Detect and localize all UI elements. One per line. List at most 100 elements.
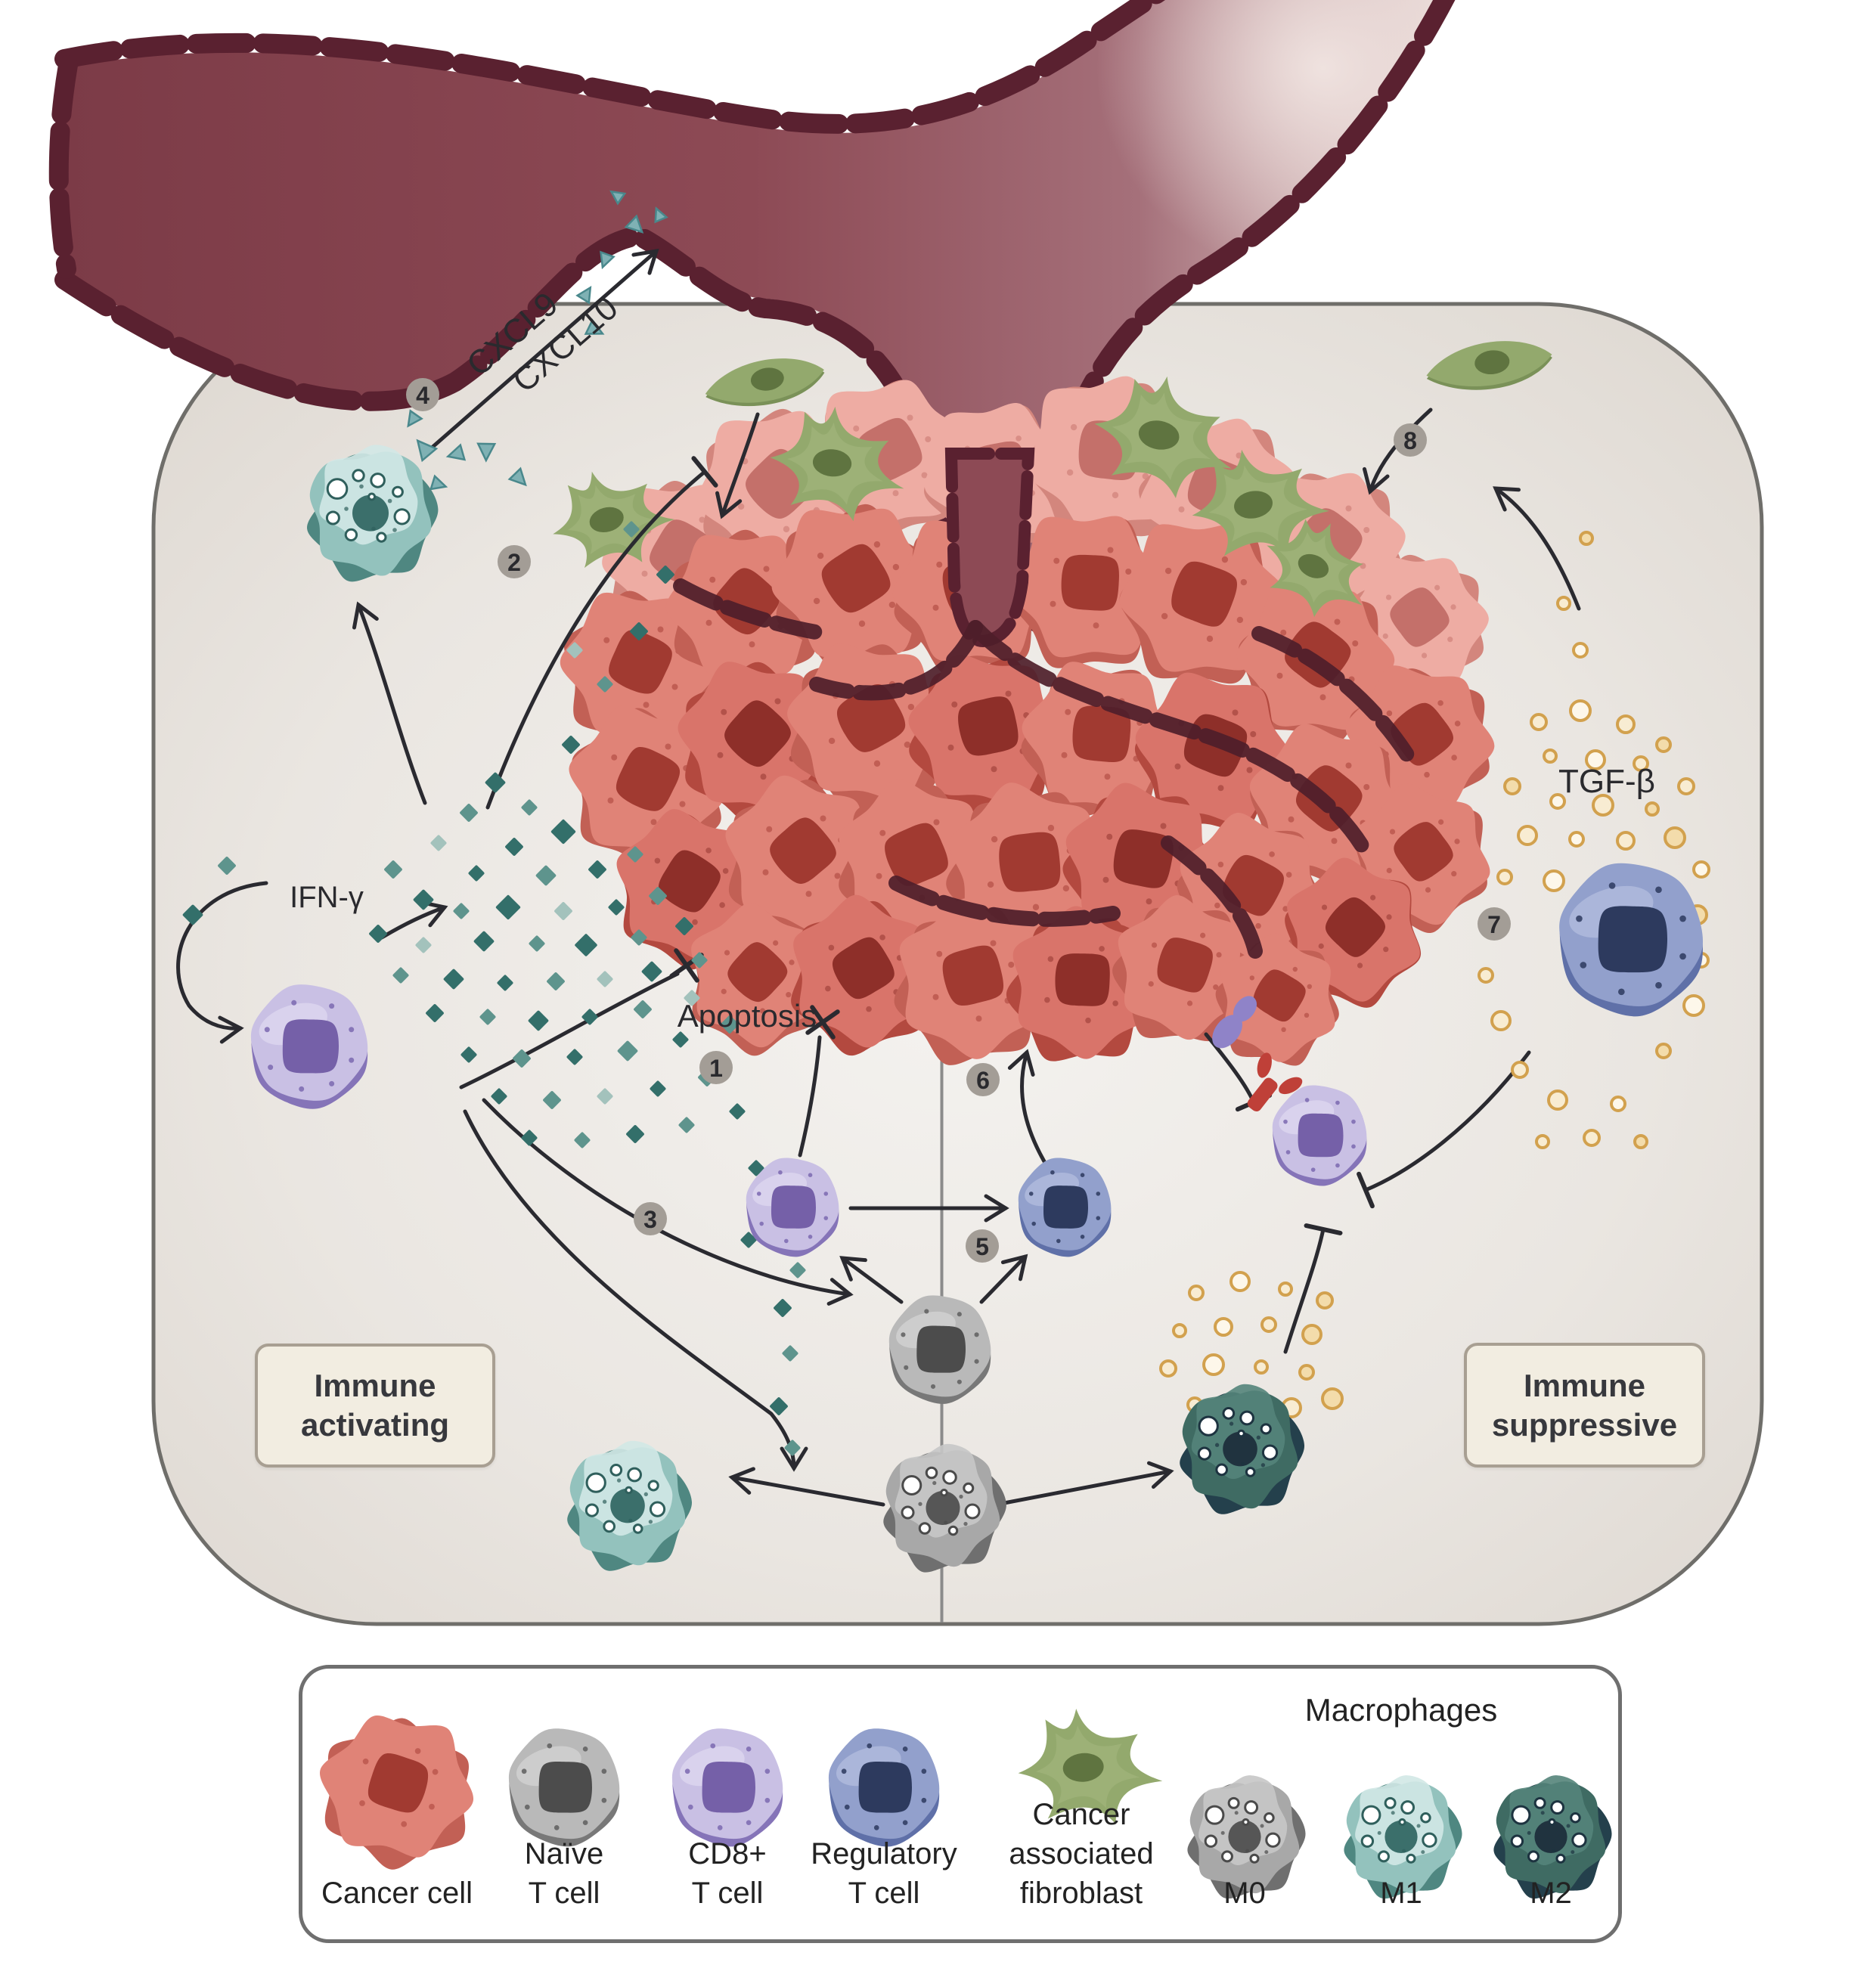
m1-legend-cell xyxy=(1344,1775,1462,1899)
vessel-wall-top xyxy=(54,0,1165,134)
immune-cells-layer xyxy=(250,341,1704,1573)
m0-legend-cell xyxy=(1187,1775,1306,1899)
tumor-capillary-chain xyxy=(1161,835,1263,959)
cancer-cell xyxy=(1215,933,1339,1066)
ifn-gamma-diamond xyxy=(597,1088,613,1105)
legend-icon-cancer xyxy=(319,1715,474,1870)
tgf-beta-circle xyxy=(1633,1134,1648,1149)
step-badge-6: 6 xyxy=(966,1063,1000,1096)
legend-label-line: M2 xyxy=(1530,1877,1572,1910)
cd8-legend-cell xyxy=(671,1728,783,1847)
tgf-beta-circle xyxy=(1543,869,1565,892)
ifn-gamma-diamond xyxy=(631,929,647,946)
tgf-beta-circle xyxy=(1321,1387,1344,1410)
tgfb-inhibit-cd8-line xyxy=(1357,1050,1531,1209)
cxcl-triangle xyxy=(600,250,616,270)
step-badge-number: 2 xyxy=(507,549,521,576)
tgf-beta-circle xyxy=(1592,794,1614,817)
blocked-kill-left-line xyxy=(459,972,680,1089)
tgf-beta-circle xyxy=(1677,777,1695,795)
legend-label-cd8: CD8+T cell xyxy=(629,1834,826,1913)
step-badge-3: 3 xyxy=(634,1202,667,1235)
legend-label-line: Naïve xyxy=(524,1837,604,1870)
tumor-mass xyxy=(553,376,1495,1066)
step-badge-number: 7 xyxy=(1487,911,1501,938)
ifn-gamma-diamond xyxy=(672,1031,689,1048)
naive-to-cd8-arrow xyxy=(839,1256,904,1304)
cancer-cell xyxy=(791,894,932,1056)
tgf-beta-circle xyxy=(1301,1324,1323,1345)
tgf-beta-circle xyxy=(1547,1089,1568,1111)
cancer-cell xyxy=(908,654,1065,816)
ifn-gamma-diamond xyxy=(575,934,597,956)
ifn-gamma-diamond xyxy=(608,899,625,916)
ifn-gamma-diamond xyxy=(535,865,557,886)
immune-activating-box-text: activating xyxy=(300,1407,450,1443)
legend-icon-m2 xyxy=(1493,1775,1612,1899)
legend-label-m1: M1 xyxy=(1303,1874,1499,1913)
m1-macrophage xyxy=(307,445,439,582)
tgf-beta-circle xyxy=(1214,1317,1233,1337)
ifn-to-m1-arrow xyxy=(352,601,427,805)
tgf-beta-circle xyxy=(1645,801,1660,817)
ifn-gamma-diamond xyxy=(675,917,693,935)
step-badge-number: 4 xyxy=(416,382,429,409)
tgf-beta-circle xyxy=(1535,1134,1550,1149)
tgf-beta-circle xyxy=(1278,1282,1293,1297)
tgfb-to-fibroblast-arrow-8 xyxy=(1493,486,1581,611)
cd8-t-cell xyxy=(1272,1085,1367,1186)
cancer-cell xyxy=(1112,894,1254,1042)
step-badge-8: 8 xyxy=(1394,423,1427,457)
pdl1-inhibit-line xyxy=(1204,1032,1273,1112)
cxcl-triangle xyxy=(445,443,467,461)
ifn-gamma-diamond xyxy=(529,935,545,952)
pd-l1-ligand-icon xyxy=(1212,996,1257,1049)
legend-label-cancer: Cancer cell xyxy=(299,1874,495,1913)
legend-label-line: Regulatory xyxy=(811,1837,957,1870)
legend-label-line: CD8+ xyxy=(688,1837,767,1870)
tgf-beta-circle xyxy=(1478,967,1494,984)
ifn-gamma-diamond xyxy=(453,903,470,919)
pd-l1-pd-1-interaction-icon xyxy=(1212,996,1303,1112)
cancer-cell xyxy=(691,902,821,1056)
ifn-gamma-diamond xyxy=(784,1440,801,1456)
resting-fibroblast xyxy=(1426,341,1552,390)
fibroblast-to-caf-arrow xyxy=(1362,408,1433,495)
ifn-gamma-diamond xyxy=(392,967,409,984)
ifn-gamma-diamond xyxy=(491,1088,507,1105)
ifn-inhibit-caf-arrow-2 xyxy=(485,456,718,810)
tgf-beta-circle xyxy=(1254,1359,1269,1375)
legend-icon-treg xyxy=(828,1728,940,1847)
ifn-gamma-diamond xyxy=(521,1130,538,1146)
immune-suppressive-box-text: suppressive xyxy=(1491,1406,1678,1443)
cxcl-triangle xyxy=(507,466,527,487)
naive-legend-cell xyxy=(508,1728,620,1847)
tgf-beta-circle xyxy=(1496,869,1513,885)
ifn-gamma-diamond xyxy=(495,894,521,920)
legend-icon-caf xyxy=(1018,1708,1163,1824)
ifn-gamma-diamond xyxy=(485,772,506,793)
ifn-gamma-diamond xyxy=(521,799,538,816)
naive-to-treg-arrow-5 xyxy=(979,1254,1028,1304)
step-badge-7: 7 xyxy=(1478,907,1511,941)
tumor-capillary-chain xyxy=(1251,626,1416,764)
m2-legend-cell xyxy=(1493,1775,1612,1899)
cxcl-triangle xyxy=(584,318,605,335)
ifn-down-arrow-3b xyxy=(463,1109,808,1472)
ifn-gamma-diamond xyxy=(460,1046,477,1063)
tgf-beta-circle xyxy=(1655,736,1672,753)
cd8-t-cell xyxy=(746,1158,839,1257)
regulatory-t-cell xyxy=(1559,863,1704,1017)
activated-fibroblast xyxy=(1018,1708,1163,1824)
tgf-beta-circle xyxy=(1530,713,1548,731)
tgf-beta-circle xyxy=(1490,1010,1512,1031)
legend-icon-m1 xyxy=(1344,1775,1462,1899)
tgf-beta-circle xyxy=(1616,714,1636,734)
cxcl-triangle xyxy=(575,285,592,305)
ifn-gamma-diamond xyxy=(369,925,387,943)
